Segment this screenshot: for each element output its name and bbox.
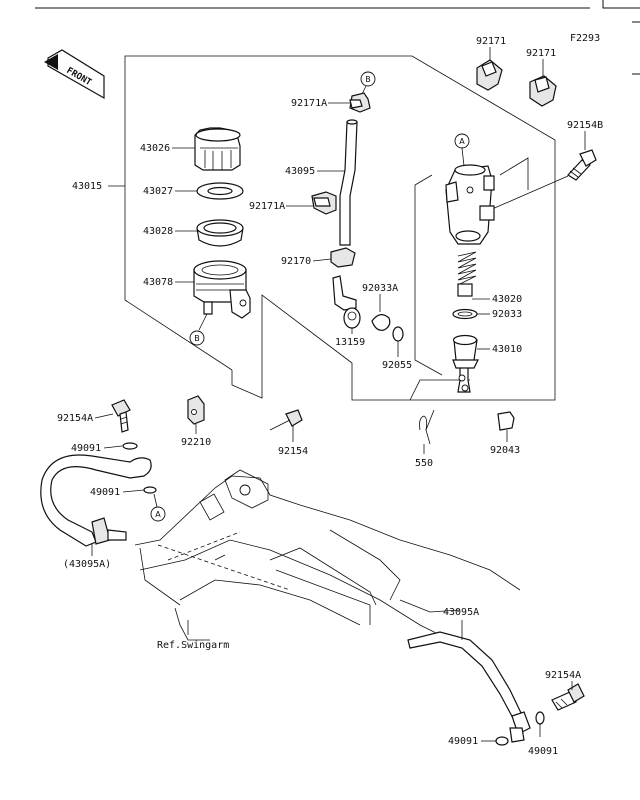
diaphragm xyxy=(196,219,244,247)
nut-92210 xyxy=(187,395,205,425)
leader-92170 xyxy=(312,258,332,262)
part-label-92154a-left: 92154A xyxy=(57,413,93,424)
pushrod-43010 xyxy=(452,334,479,393)
hose-clamp-mid xyxy=(311,191,337,215)
boundary-inner xyxy=(231,294,470,401)
part-label-43015: 43015 xyxy=(72,181,102,192)
part-label-92170: 92170 xyxy=(281,256,311,267)
part-label-13159: 13159 xyxy=(335,337,365,348)
callout-a-top: A xyxy=(459,137,465,146)
part-label-43026: 43026 xyxy=(140,143,170,154)
ref-swingarm-label: Ref.Swingarm xyxy=(157,640,229,651)
brake-hose-right xyxy=(407,631,531,743)
front-direction-arrow: FRONT xyxy=(44,49,105,100)
part-label-550: 550 xyxy=(415,458,433,469)
washer-49091-right-b xyxy=(535,711,545,725)
hose-clamp-top xyxy=(349,92,371,113)
part-label-92154a-right: 92154A xyxy=(545,670,581,681)
circlip-92033a xyxy=(371,314,391,331)
part-label-49091-right-a: 49091 xyxy=(448,736,478,747)
reservoir-cap xyxy=(194,127,241,171)
leader-49091-lower xyxy=(122,489,145,493)
boundary-diagonal-left xyxy=(124,299,233,371)
cotter-pin-550 xyxy=(419,409,435,445)
part-label-92171a-mid: 92171A xyxy=(249,201,285,212)
pin-92043 xyxy=(497,411,515,431)
leader-a-top xyxy=(461,147,465,167)
part-label-43027: 43027 xyxy=(143,186,173,197)
part-label-92171-b: 92171 xyxy=(526,48,556,59)
hose-clamp-lower xyxy=(330,247,356,268)
o-ring-92055 xyxy=(392,326,404,342)
reservoir-hose xyxy=(339,119,358,246)
part-label-43095a: 43095A xyxy=(443,607,479,618)
leader-92154a-left xyxy=(94,413,114,419)
part-label-92154b: 92154B xyxy=(567,120,603,131)
part-label-92171a-top: 92171A xyxy=(291,98,327,109)
leader-b-bottom xyxy=(198,313,208,331)
swingarm-frame xyxy=(134,469,521,641)
banjo-bolt-left xyxy=(111,399,131,433)
leader-b-top xyxy=(361,85,367,95)
part-label-43020: 43020 xyxy=(492,294,522,305)
banjo-bolt-right xyxy=(551,683,585,711)
figure-code: F2293 xyxy=(570,33,600,44)
washer-49091-upper xyxy=(122,442,138,450)
part-label-92033: 92033 xyxy=(492,309,522,320)
boundary-step xyxy=(409,379,470,401)
spring-43020 xyxy=(457,251,477,297)
part-label-49091-upper: 49091 xyxy=(71,443,101,454)
boundary-inner-top xyxy=(499,157,529,190)
circlip-92033 xyxy=(452,308,478,320)
part-label-49091-lower: 49091 xyxy=(90,487,120,498)
washer-49091-right-a xyxy=(495,736,509,746)
bolt-92154b xyxy=(567,149,597,181)
reservoir-tank xyxy=(193,260,251,319)
assembly-boundary xyxy=(124,55,556,401)
callout-b-top: B xyxy=(365,75,371,84)
part-label-92043: 92043 xyxy=(490,445,520,456)
callout-b-bottom: B xyxy=(194,334,200,343)
part-label-92033a: 92033A xyxy=(362,283,398,294)
part-label-92154: 92154 xyxy=(278,446,308,457)
part-label-92210: 92210 xyxy=(181,437,211,448)
callout-a-bottom-circle xyxy=(150,506,166,522)
diaphragm-plate xyxy=(196,182,244,200)
part-label-92171-a: 92171 xyxy=(476,36,506,47)
bolt-92154 xyxy=(269,409,303,431)
leader-a-bottom xyxy=(153,493,158,508)
bolt-axis-92154b xyxy=(489,175,569,211)
part-label-43095: 43095 xyxy=(285,166,315,177)
callout-b-bottom-circle xyxy=(189,330,205,346)
brake-hose-left xyxy=(40,454,152,547)
part-label-43010: 43010 xyxy=(492,344,522,355)
callout-a-bottom: A xyxy=(155,510,161,519)
part-label-49091-right-b: 49091 xyxy=(528,746,558,757)
master-cylinder-body xyxy=(445,164,495,245)
corner-mark xyxy=(602,0,640,9)
part-label-43078: 43078 xyxy=(143,277,173,288)
part-label-92055: 92055 xyxy=(382,360,412,371)
washer-49091-lower xyxy=(143,486,157,494)
callout-b-top-circle xyxy=(360,71,376,87)
part-label-43095a-paren: (43095A) xyxy=(63,559,111,570)
hose-fitting xyxy=(332,275,361,329)
clip-92171-b xyxy=(529,75,557,107)
boundary-inner-right xyxy=(414,174,443,376)
clip-92171-a xyxy=(476,59,503,91)
part-label-43028: 43028 xyxy=(143,226,173,237)
leader-49091-upper xyxy=(103,445,123,449)
